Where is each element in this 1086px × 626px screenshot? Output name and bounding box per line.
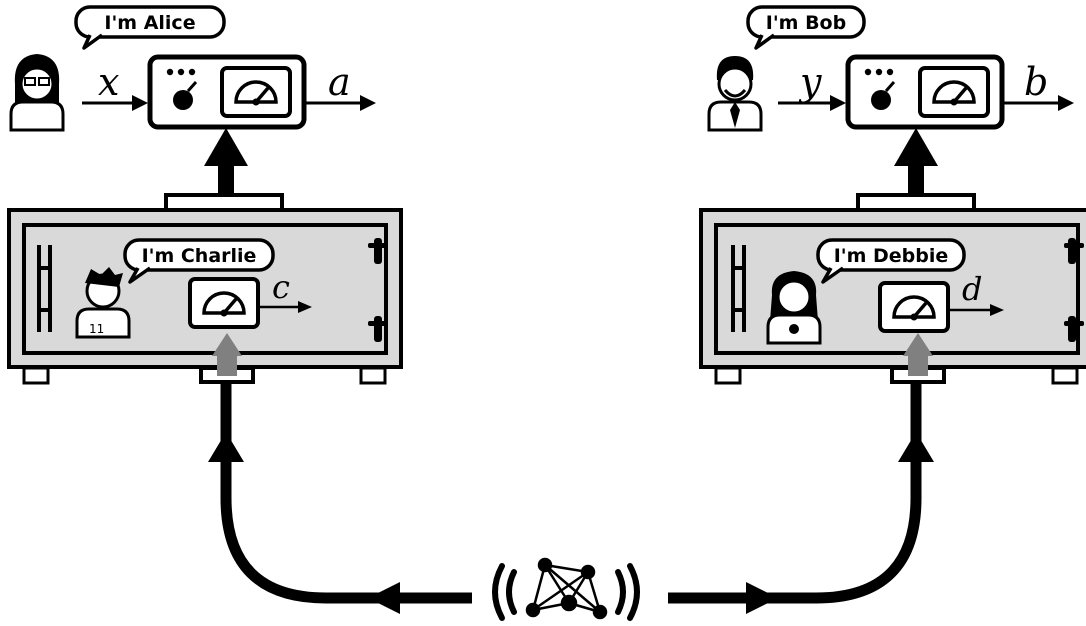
- bob-measurement-device: [845, 54, 1005, 130]
- bob-speech-bubble: I'm Bob: [746, 5, 866, 50]
- charlie-output-label: c: [272, 268, 290, 306]
- bob-input-label: y: [798, 60, 822, 104]
- arrow-up-icon: [898, 432, 934, 462]
- arrow-right-icon: [132, 95, 148, 111]
- safe-charlie: 11 I'm Charlie c: [7, 128, 403, 385]
- debbie-speech-bubble: I'm Debbie: [816, 238, 966, 284]
- alice-measurement-device: [147, 54, 307, 130]
- alice-input-label: x: [98, 60, 119, 104]
- bob-section: I'm Bob y b: [707, 5, 1074, 132]
- network-source: [492, 557, 640, 621]
- arrow-right-icon: [1058, 95, 1074, 111]
- network-graph-icon: [525, 557, 608, 620]
- alice-avatar: [9, 54, 65, 132]
- debbie-speech-text: I'm Debbie: [834, 245, 949, 267]
- signal-waves-icon: [492, 563, 640, 621]
- debbie-avatar: [766, 271, 822, 345]
- bob-meter-icon: [918, 66, 990, 118]
- charlie-meter-icon: [188, 277, 260, 329]
- charlie-speech-text: I'm Charlie: [142, 245, 257, 267]
- alice-output-label: a: [328, 60, 351, 104]
- bomb-knob-icon: [871, 81, 896, 110]
- arrow-right-icon: [746, 582, 778, 614]
- arrow-up-icon: [204, 128, 248, 166]
- charlie-speech-bubble: I'm Charlie: [123, 238, 275, 284]
- safe-debbie: I'm Debbie d: [699, 128, 1086, 385]
- pipe-up: [908, 160, 924, 196]
- alice-speech-bubble: I'm Alice: [74, 5, 226, 50]
- safe-hinge-icon: [1064, 238, 1084, 342]
- debbie-meter-icon: [878, 281, 950, 333]
- pipe-up: [218, 160, 234, 196]
- bob-output-label: b: [1024, 60, 1048, 104]
- charlie-avatar: 11: [75, 267, 131, 339]
- safe-handle-icon: [731, 245, 746, 332]
- inner-arrow-icon: [903, 333, 933, 376]
- arrow-right-icon: [360, 95, 376, 111]
- arrow-up-icon: [208, 432, 244, 462]
- arrow-right-icon: [990, 304, 1004, 316]
- bomb-knob-icon: [173, 81, 198, 110]
- arrow-up-icon: [894, 128, 938, 166]
- bob-speech-text: I'm Bob: [766, 12, 846, 34]
- bob-avatar: [707, 56, 763, 132]
- channel-left: [208, 384, 472, 614]
- arrow-right-icon: [830, 95, 846, 111]
- alice-speech-text: I'm Alice: [104, 12, 195, 34]
- svg-text:11: 11: [89, 322, 104, 336]
- safe-hinge-icon: [368, 238, 388, 342]
- inner-arrow-icon: [212, 333, 242, 376]
- alice-section: I'm Alice x a: [9, 5, 376, 132]
- safe-handle-icon: [37, 245, 52, 332]
- channel-right: [668, 384, 934, 614]
- arrow-left-icon: [368, 582, 400, 614]
- arrow-right-icon: [298, 301, 312, 313]
- alice-meter-icon: [220, 66, 292, 118]
- debbie-output-label: d: [962, 270, 982, 308]
